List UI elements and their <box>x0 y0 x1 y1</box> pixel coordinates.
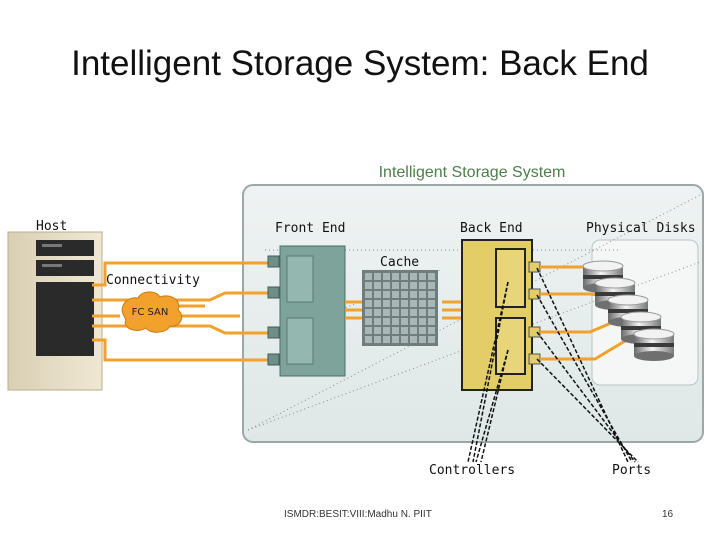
slide-title: Intelligent Storage System: Back End <box>71 44 649 83</box>
fc-san-label: FC SAN <box>132 307 169 318</box>
physical-disks-label: Physical Disks <box>586 221 696 236</box>
fc-san-cloud: FC SAN <box>121 291 183 333</box>
connectivity-label: Connectivity <box>106 273 200 288</box>
host-cables <box>92 261 270 362</box>
cache-label: Cache <box>380 255 419 270</box>
leader-lines <box>467 267 639 463</box>
footer-credit: ISMDR:BESIT:VIII:Madhu N. PIIT <box>284 509 432 520</box>
cache-backend-cables <box>442 300 462 320</box>
ports-label: Ports <box>612 463 651 478</box>
disk-stack <box>582 260 675 361</box>
front-end-label: Front End <box>275 221 345 236</box>
host-server <box>7 231 103 391</box>
system-title: Intelligent Storage System <box>379 164 566 181</box>
frontend-cache-cables <box>345 300 362 320</box>
back-end-block <box>461 239 541 391</box>
back-end-label: Back End <box>460 221 523 236</box>
controllers-label: Controllers <box>429 463 515 478</box>
front-end-block <box>267 245 346 377</box>
page-number: 16 <box>662 509 674 520</box>
cache-grid <box>362 270 438 346</box>
host-label: Host <box>36 219 67 234</box>
